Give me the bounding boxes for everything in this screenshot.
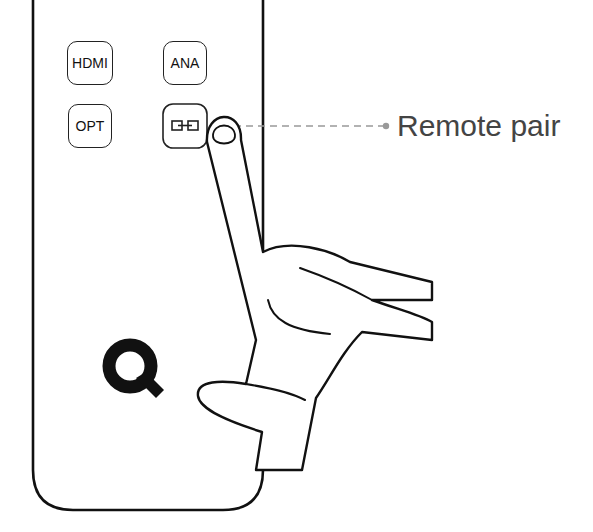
leader-dot [383, 123, 389, 129]
hand [198, 117, 432, 470]
button-label: HDMI [72, 55, 108, 71]
input-button: OPT [68, 104, 112, 148]
button-label: OPT [76, 118, 105, 134]
input-button: HDMI [67, 41, 113, 85]
q-logo [109, 345, 164, 398]
pair-icon [172, 121, 198, 130]
remote-body [33, 0, 263, 510]
input-button: ANA [163, 41, 207, 85]
button-label: ANA [171, 55, 200, 71]
pair-button [163, 104, 207, 148]
leader-line [234, 125, 383, 127]
callout-label: Remote pair [397, 111, 560, 141]
